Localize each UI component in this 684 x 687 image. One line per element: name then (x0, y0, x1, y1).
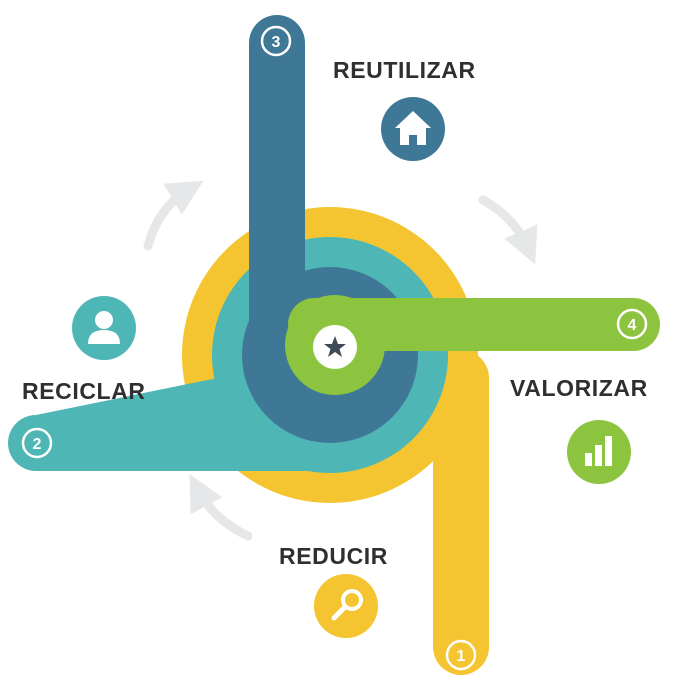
arrow-icon (478, 195, 538, 265)
step-2-number: 2 (33, 436, 42, 453)
arrow-icon (189, 474, 253, 541)
step-4-badge (616, 308, 648, 340)
center-star (313, 325, 357, 369)
step-1-number: 1 (457, 648, 466, 665)
bar-chart-icon (585, 436, 612, 466)
step-3-badge (260, 25, 292, 57)
reducir-label: REDUCIR (279, 543, 388, 569)
user-icon (88, 311, 120, 344)
arrow-icon (143, 180, 204, 251)
valorizar-label: VALORIZAR (510, 375, 648, 401)
reciclar-label: RECICLAR (22, 378, 146, 404)
star-icon (324, 336, 346, 357)
step-4-band: 4 (285, 295, 660, 395)
valorizar-icon-circle (567, 420, 631, 484)
step-2-badge (21, 427, 53, 459)
house-icon (395, 111, 431, 145)
cycle-arrows (143, 180, 538, 541)
step-1-badge (445, 639, 477, 671)
step-3-number: 3 (272, 34, 281, 51)
reciclar-icon-circle (72, 296, 136, 360)
reutilizar-label: REUTILIZAR (333, 57, 476, 83)
reducir-icon-circle (314, 574, 378, 638)
reutilizar-icon-circle (381, 97, 445, 161)
step-4-number: 4 (628, 317, 637, 334)
magnifier-icon (331, 589, 363, 621)
